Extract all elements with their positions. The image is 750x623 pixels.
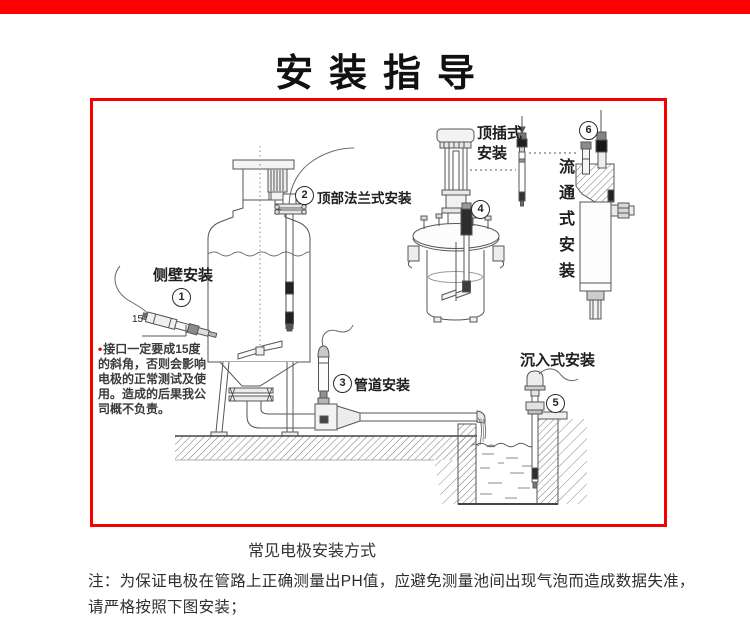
footnote-line-1: 注：为保证电极在管路上正确测量出PH值，应避免测量池间出现气泡而造成数据失准， — [88, 573, 695, 590]
badge-install-4: 4 — [471, 200, 490, 219]
badge-install-3: 3 — [333, 374, 352, 393]
label-pipeline-installation: 管道安装 — [354, 377, 410, 393]
label-flow-through-installation: 流通式安装 — [556, 158, 573, 288]
label-15-degree-angle: 15° — [132, 314, 148, 325]
diagram-panel: 侧壁安装 1 15° •接口一定要成15度 的斜角，否则会影响 电极的正常测试及… — [90, 98, 667, 527]
badge-install-6: 6 — [579, 121, 598, 140]
page-title: 安装指导 — [274, 53, 491, 95]
label-submerged-installation: 沉入式安装 — [520, 352, 596, 369]
label-top-insert-installation: 顶插式 安装 — [477, 125, 523, 162]
diagram-caption: 常见电极安装方式 — [247, 543, 376, 560]
top-red-banner — [0, 0, 750, 14]
reference-electrode-art — [516, 116, 577, 207]
top-insert-assembly-art — [407, 128, 516, 323]
side-wall-electrode-art — [114, 265, 218, 339]
badge-install-5: 5 — [546, 394, 565, 413]
installation-diagram-art — [114, 110, 635, 505]
label-top-flange-installation: 顶部法兰式安装 — [317, 191, 412, 206]
main-tank-art — [207, 146, 311, 437]
badge-install-1: 1 — [172, 288, 191, 307]
top-flange-electrode-art — [274, 147, 355, 332]
label-side-wall-installation: 侧壁安装 — [153, 267, 214, 284]
pipeline-art — [246, 324, 486, 431]
footnote-line-2: 请严格按照下图安装； — [88, 599, 247, 616]
ground-art — [175, 435, 477, 461]
pool-art — [434, 368, 587, 505]
warning-bullet-icon: • — [98, 342, 103, 356]
flow-cell-art — [575, 110, 635, 320]
wall-mount-warning-note: •接口一定要成15度 的斜角，否则会影响 电极的正常测试及使 用。造成的后果我公… — [98, 342, 207, 416]
badge-install-2: 2 — [295, 186, 314, 205]
